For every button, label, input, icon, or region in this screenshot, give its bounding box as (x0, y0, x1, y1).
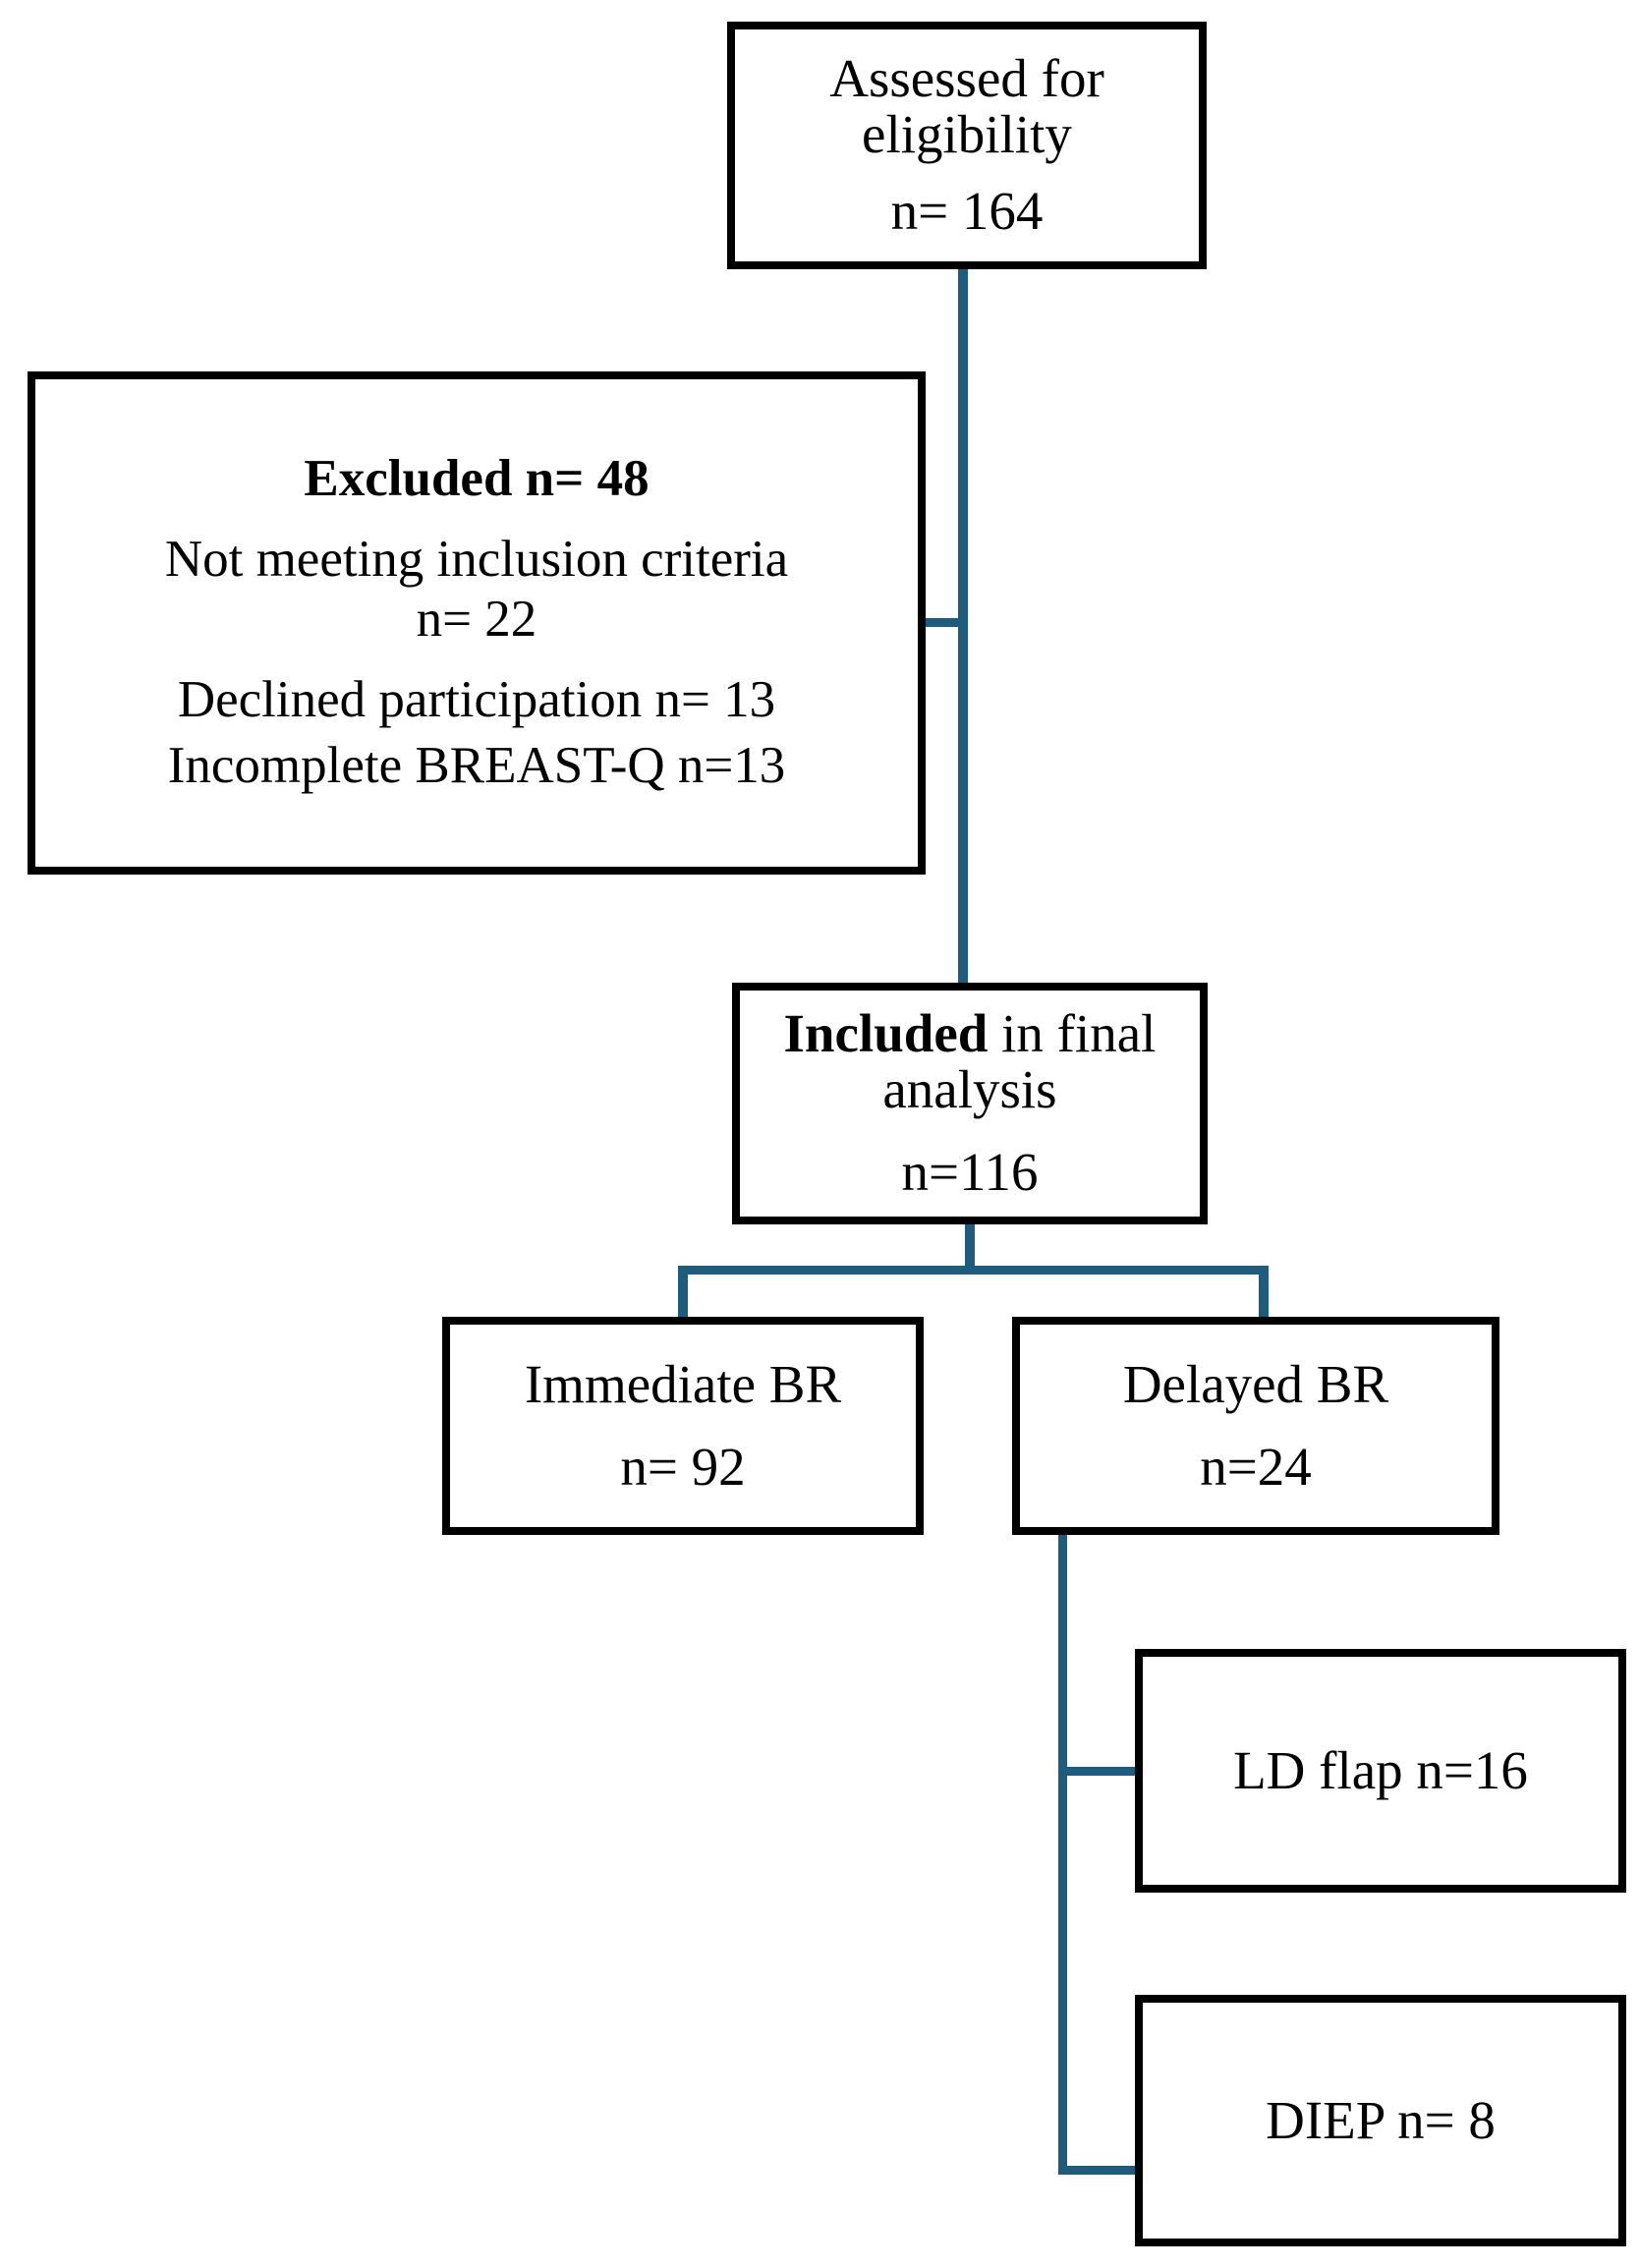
node-diep: DIEP n= 8 (1135, 1995, 1626, 2246)
excluded-reason-3: Incomplete BREAST-Q n=13 (167, 737, 786, 795)
excluded-reason-1-count: n= 22 (416, 591, 537, 649)
assessed-count: n= 164 (890, 181, 1044, 242)
node-assessed-for-eligibility: Assessed for eligibility n= 164 (727, 22, 1207, 269)
connector-spine-to-diep (1058, 2166, 1143, 2175)
node-included-in-final-analysis: Included in final analysis n=116 (732, 983, 1208, 1224)
connector-trunk-to-excluded (918, 618, 965, 627)
connector-split-bar (678, 1266, 1268, 1275)
node-delayed-br: Delayed BR n=24 (1012, 1317, 1499, 1535)
immediate-br-label: Immediate BR (524, 1354, 842, 1415)
delayed-br-label: Delayed BR (1122, 1354, 1389, 1415)
connector-spine-to-ld-flap (1058, 1767, 1143, 1776)
ld-flap-label: LD flap n=16 (1233, 1740, 1528, 1801)
connector-delayed-br-spine (1058, 1533, 1067, 2175)
included-title-rest: in final (988, 1003, 1157, 1064)
included-count: n=116 (901, 1142, 1039, 1203)
node-excluded: Excluded n= 48 Not meeting inclusion cri… (28, 371, 926, 875)
included-title-line2: analysis (882, 1058, 1057, 1119)
immediate-br-count: n= 92 (620, 1437, 746, 1497)
connector-assessed-to-included (958, 269, 968, 985)
included-title-line1: Included in final (740, 1003, 1200, 1064)
assessed-title-line1: Assessed for (829, 48, 1104, 109)
connector-to-delayed-br (1259, 1266, 1269, 1321)
excluded-reason-2: Declined participation n= 13 (177, 670, 776, 728)
node-ld-flap: LD flap n=16 (1135, 1649, 1626, 1893)
connector-included-stem (965, 1224, 975, 1272)
connector-to-immediate-br (678, 1266, 688, 1321)
delayed-br-count: n=24 (1200, 1437, 1312, 1497)
node-immediate-br: Immediate BR n= 92 (442, 1317, 924, 1535)
assessed-title-line2: eligibility (862, 103, 1072, 164)
included-bold-word: Included (783, 1003, 989, 1064)
excluded-reason-1-label: Not meeting inclusion criteria (164, 530, 789, 588)
diep-label: DIEP n= 8 (1266, 2090, 1496, 2151)
excluded-title: Excluded n= 48 (304, 449, 650, 507)
